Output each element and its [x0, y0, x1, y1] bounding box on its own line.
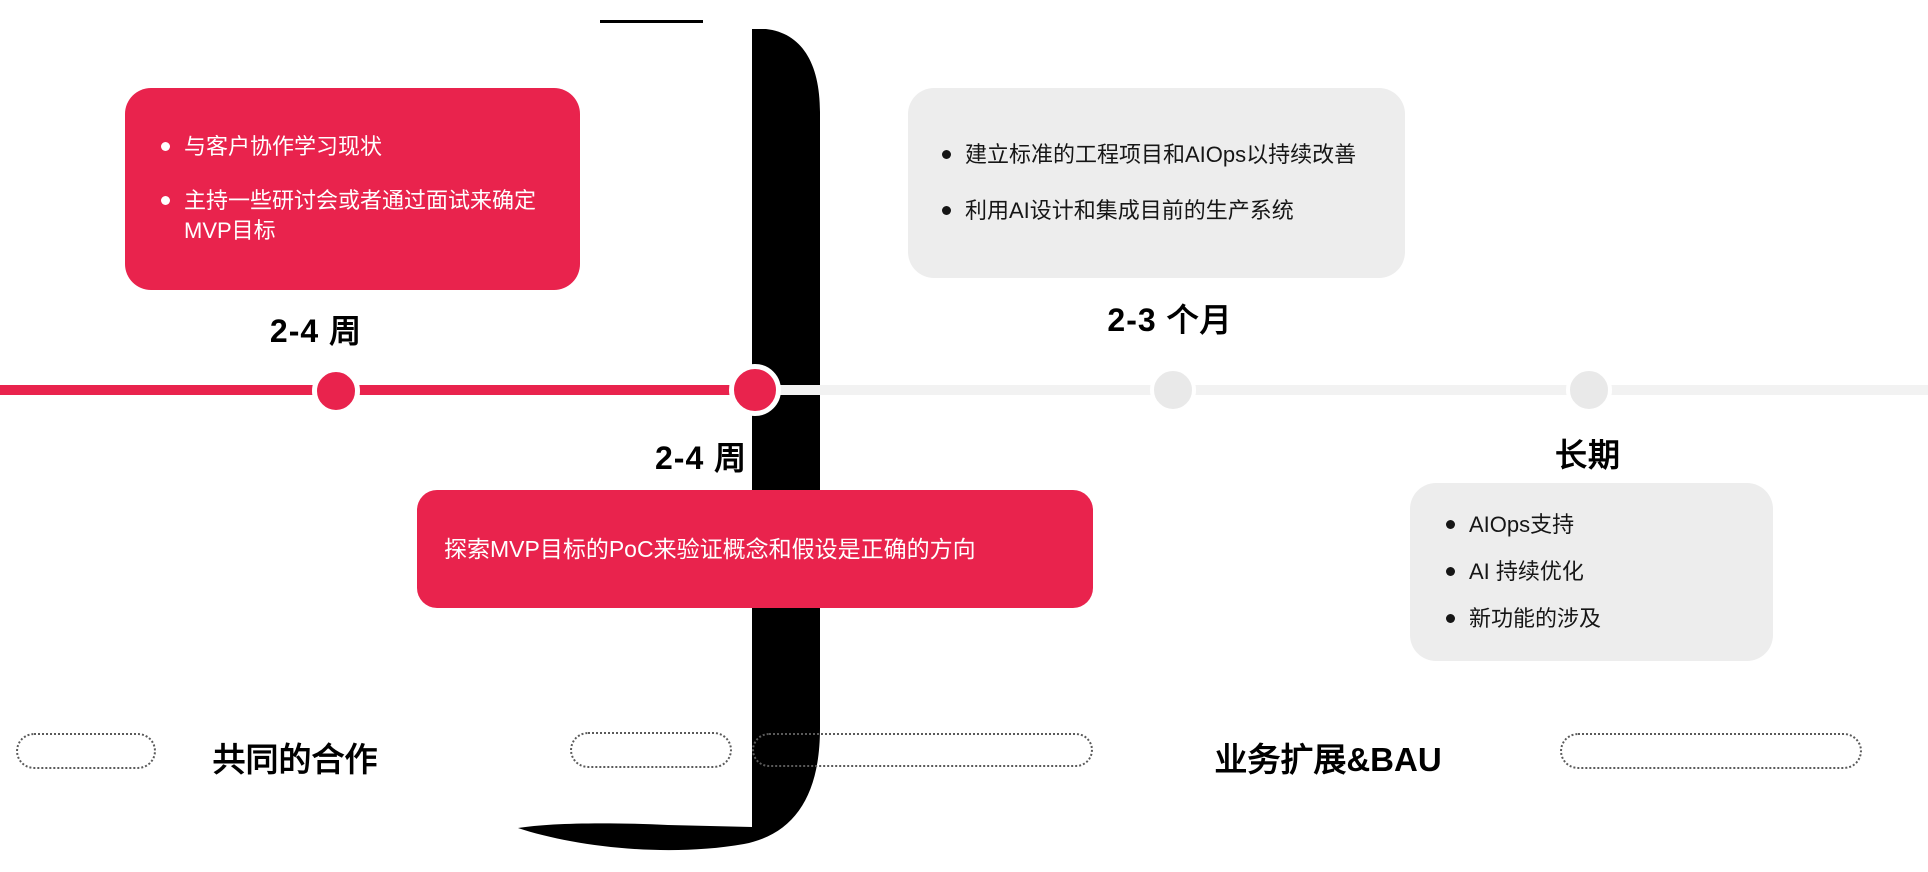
milestone-dot-3	[1150, 367, 1196, 413]
phase-dotted-pill-4	[1560, 733, 1862, 769]
phase-dotted-pill-3	[752, 733, 1093, 767]
bullet-text: 利用AI设计和集成目前的生产系统	[965, 198, 1294, 223]
phase2-label: 业务扩展&BAU	[1214, 741, 1442, 778]
bullet-text: AI 持续优化	[1469, 559, 1584, 584]
bullet-item: 主持一些研讨会或者通过面试来确定MVP目标	[161, 186, 554, 246]
milestone-dot-1	[312, 367, 360, 415]
stage4-card: AIOps支持 AI 持续优化 新功能的涉及	[1410, 483, 1773, 661]
milestone-dot-2	[729, 364, 781, 416]
stage1-card: 与客户协作学习现状 主持一些研讨会或者通过面试来确定MVP目标	[125, 88, 580, 290]
stage1-duration-label: 2-4 周	[269, 313, 363, 349]
bullet-text: AIOps支持	[1469, 512, 1575, 537]
stage1-bullet-list: 与客户协作学习现状 主持一些研讨会或者通过面试来确定MVP目标	[161, 132, 554, 246]
stage2-duration-label: 2-4 周	[655, 440, 748, 476]
bullet-item: AIOps支持	[1446, 510, 1753, 540]
stage4-bullet-list: AIOps支持 AI 持续优化 新功能的涉及	[1446, 510, 1753, 634]
bullet-item: 利用AI设计和集成目前的生产系统	[942, 196, 1381, 226]
phase1-label: 共同的合作	[212, 741, 378, 778]
bullet-text: 新功能的涉及	[1469, 606, 1602, 631]
timeline-track-red	[0, 385, 756, 395]
stage3-card: 建立标准的工程项目和AIOps以持续改善 利用AI设计和集成目前的生产系统	[908, 88, 1405, 278]
stage3-bullet-list: 建立标准的工程项目和AIOps以持续改善 利用AI设计和集成目前的生产系统	[942, 140, 1381, 226]
stage2-card: 探索MVP目标的PoC来验证概念和假设是正确的方向	[417, 490, 1093, 608]
bullet-item: 与客户协作学习现状	[161, 132, 554, 162]
stage4-duration-label: 长期	[1554, 437, 1622, 473]
bullet-item: AI 持续优化	[1446, 557, 1753, 587]
bullet-item: 新功能的涉及	[1446, 604, 1753, 634]
stage3-duration-label: 2-3 个月	[1107, 302, 1233, 338]
bullet-item: 建立标准的工程项目和AIOps以持续改善	[942, 140, 1381, 170]
phase-dotted-pill-1	[16, 733, 156, 769]
bullet-text: 与客户协作学习现状	[184, 134, 383, 159]
timeline-track-gray	[756, 385, 1928, 395]
bullet-text: 建立标准的工程项目和AIOps以持续改善	[965, 142, 1357, 167]
milestone-dot-4	[1566, 367, 1612, 413]
stage2-card-text: 探索MVP目标的PoC来验证概念和假设是正确的方向	[444, 536, 976, 562]
phase-dotted-pill-2	[570, 732, 732, 768]
bullet-text: 主持一些研讨会或者通过面试来确定MVP目标	[184, 188, 537, 243]
